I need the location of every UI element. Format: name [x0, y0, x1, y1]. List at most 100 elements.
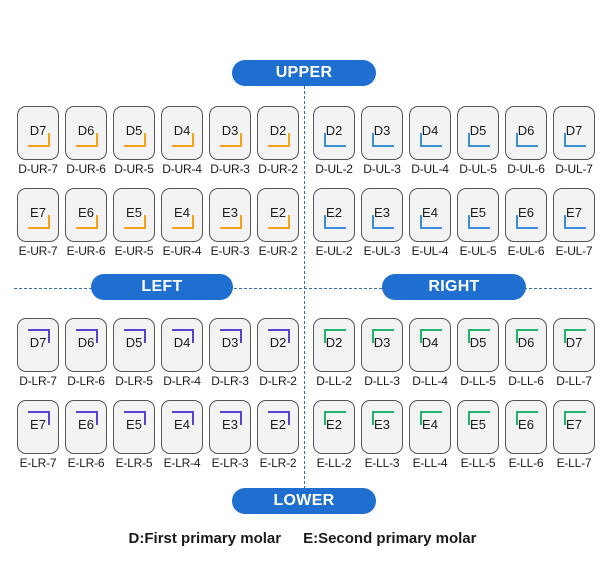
tooth-caption: E-UR-4: [162, 244, 202, 258]
quadrant-corner-mark: [76, 411, 98, 425]
tooth-caption: D-LR-7: [19, 374, 57, 388]
tooth-caption: E-LR-2: [259, 456, 297, 470]
lower-label: LOWER: [232, 488, 376, 514]
quadrant-corner-mark: [420, 329, 442, 343]
tooth-caption: E-UL-3: [363, 244, 401, 258]
quadrant-corner-mark: [324, 411, 346, 425]
tooth-caption: D-UR-6: [66, 162, 106, 176]
tooth-label: E4: [422, 205, 438, 220]
quadrant-corner-mark: [516, 215, 538, 229]
tooth-icon: D4: [409, 318, 451, 372]
tooth-label: D2: [325, 335, 343, 350]
tooth-icon: D7: [553, 318, 595, 372]
tooth-icon: D5: [113, 318, 155, 372]
tooth-label: E5: [470, 205, 486, 220]
quadrant-corner-mark: [372, 411, 394, 425]
tooth-label: D7: [565, 335, 583, 350]
tooth-caption: D-LR-5: [115, 374, 153, 388]
tooth-icon: E4: [409, 188, 451, 242]
tooth-label: E7: [566, 417, 582, 432]
tooth-label: D3: [221, 123, 239, 138]
tooth-icon: D2: [257, 106, 299, 160]
quadrant-corner-mark: [220, 133, 242, 147]
tooth-caption: D-LR-4: [163, 374, 201, 388]
quadrant-corner-mark: [124, 411, 146, 425]
tooth-caption: D-LL-5: [460, 374, 496, 388]
quadrant-corner-mark: [468, 215, 490, 229]
quadrant-corner-mark: [564, 329, 586, 343]
quadrant-corner-mark: [372, 329, 394, 343]
tooth-label: D5: [469, 123, 487, 138]
tooth-caption: D-UL-3: [363, 162, 401, 176]
tooth-caption: E-UL-2: [315, 244, 353, 258]
quadrant-corner-mark: [220, 329, 242, 343]
tooth-caption: E-LL-5: [460, 456, 496, 470]
tooth-caption: E-UR-7: [18, 244, 58, 258]
tooth-label: D3: [373, 335, 391, 350]
tooth-icon: D2: [257, 318, 299, 372]
tooth-icon: D7: [17, 318, 59, 372]
tooth-caption: D-LL-7: [556, 374, 592, 388]
tooth-label: D7: [29, 123, 47, 138]
quadrant-corner-mark: [124, 329, 146, 343]
quadrant-corner-mark: [28, 411, 50, 425]
legend: D:First primary molar E:Second primary m…: [0, 530, 605, 547]
quadrant-corner-mark: [220, 411, 242, 425]
tooth-icon: E3: [209, 188, 251, 242]
tooth-icon: D6: [65, 318, 107, 372]
tooth-icon: D7: [553, 106, 595, 160]
tooth-label: E6: [78, 205, 94, 220]
tooth-label: E6: [518, 417, 534, 432]
quadrant-corner-mark: [420, 133, 442, 147]
legend-first-primary-molar: D:First primary molar: [128, 530, 282, 547]
midline-horizontal-divider: [14, 288, 592, 289]
tooth-icon: E7: [17, 400, 59, 454]
tooth-caption: E-UL-7: [555, 244, 593, 258]
tooth-icon: D3: [209, 106, 251, 160]
tooth-label: E5: [470, 417, 486, 432]
tooth-label: E4: [174, 205, 190, 220]
quadrant-corner-mark: [76, 133, 98, 147]
tooth-label: E2: [326, 205, 342, 220]
tooth-caption: D-UL-4: [411, 162, 449, 176]
tooth-label: D4: [421, 123, 439, 138]
tooth-label: E3: [374, 205, 390, 220]
tooth-icon: E7: [553, 188, 595, 242]
quadrant-corner-mark: [468, 133, 490, 147]
tooth-label: E4: [174, 417, 190, 432]
tooth-caption: E-LL-3: [364, 456, 400, 470]
tooth-label: D7: [29, 335, 47, 350]
tooth-icon: E6: [65, 400, 107, 454]
quadrant-corner-mark: [172, 329, 194, 343]
tooth-caption: E-UL-4: [411, 244, 449, 258]
tooth-caption: E-LR-3: [211, 456, 249, 470]
tooth-icon: D7: [17, 106, 59, 160]
tooth-caption: D-LR-3: [211, 374, 249, 388]
tooth-label: E4: [422, 417, 438, 432]
quadrant-corner-mark: [564, 411, 586, 425]
tooth-label: E3: [374, 417, 390, 432]
tooth-icon: E2: [257, 188, 299, 242]
quadrant-corner-mark: [468, 329, 490, 343]
tooth-caption: D-LL-2: [316, 374, 352, 388]
